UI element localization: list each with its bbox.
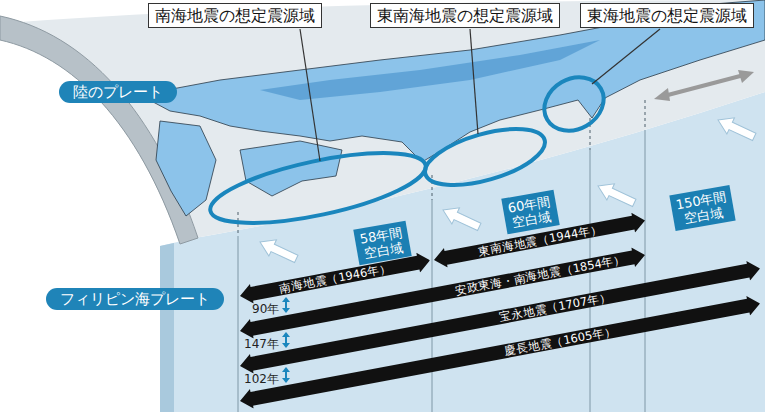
honshu-map bbox=[140, 0, 765, 162]
node-text: 東南海地震の想定震源域 bbox=[377, 6, 553, 25]
gap-box: 150年間 空白域 bbox=[669, 185, 735, 231]
callout-box: 東南海地震の想定震源域 bbox=[370, 3, 560, 28]
gap-box: 60年間 空白域 bbox=[501, 190, 559, 235]
kyushu-map bbox=[156, 121, 216, 216]
node-text: 南海地震の想定震源域 bbox=[155, 6, 315, 25]
node-text: 60年間 空白域 bbox=[506, 194, 553, 231]
node-text: 150年間 空白域 bbox=[674, 189, 729, 227]
ocean-plate-side bbox=[160, 243, 174, 412]
node-text: フィリピン海プレート bbox=[60, 290, 210, 308]
plate-label: 陸のプレート bbox=[59, 81, 177, 103]
gap-span-arrow bbox=[654, 70, 754, 101]
node-text: 58年間 空白域 bbox=[358, 225, 405, 262]
plate-motion-arrows bbox=[256, 112, 758, 267]
leader-lines bbox=[300, 29, 660, 161]
node-text: 慶長地震（1605年） bbox=[503, 324, 617, 359]
node-text: 東海地震の想定震源域 bbox=[587, 6, 747, 25]
interval-label: 90年 bbox=[252, 303, 279, 316]
node-text: 宝永地震（1707年） bbox=[498, 290, 612, 325]
source-area-outlines bbox=[205, 67, 614, 237]
interval-arrows bbox=[282, 297, 290, 383]
node-text: 陸のプレート bbox=[73, 83, 163, 101]
dashed-lines bbox=[238, 100, 645, 236]
arrow-body bbox=[238, 294, 762, 411]
callout-box: 東海地震の想定震源域 bbox=[580, 3, 754, 28]
interval-label: 102年 bbox=[244, 373, 279, 386]
node-text: 南海地震（1946年） bbox=[278, 261, 392, 296]
callout-box: 南海地震の想定震源域 bbox=[148, 3, 322, 28]
plate-label: フィリピン海プレート bbox=[46, 288, 224, 310]
interval-label: 147年 bbox=[244, 338, 279, 351]
